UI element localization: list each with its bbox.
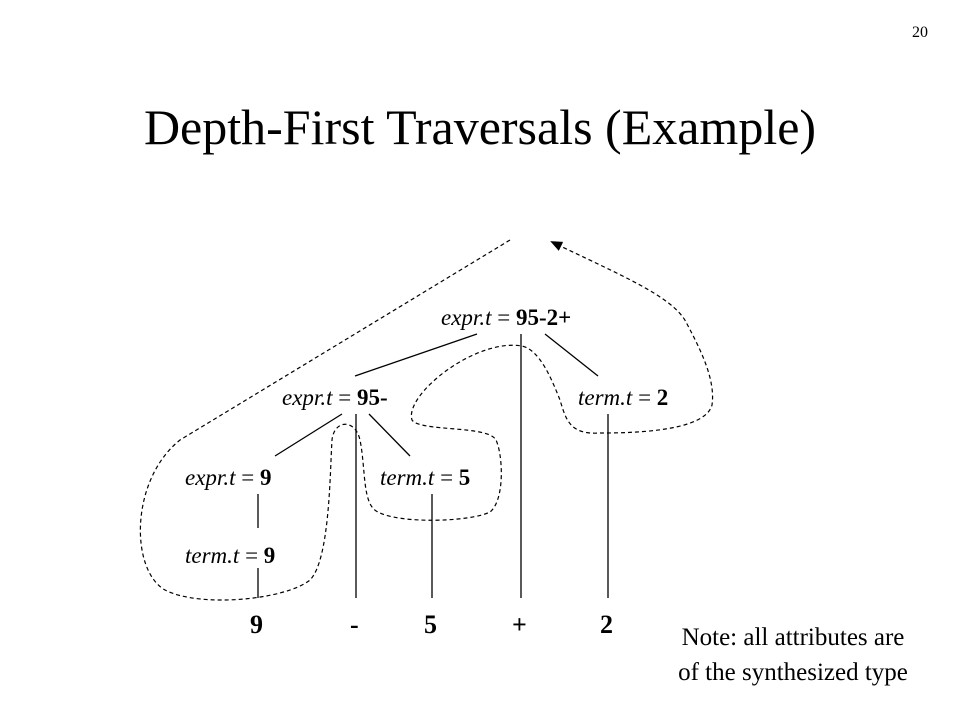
edge-root-expr bbox=[354, 333, 478, 377]
equals-sign: = bbox=[491, 305, 516, 330]
page-number: 20 bbox=[912, 24, 928, 41]
attr-name: term.t bbox=[578, 385, 633, 410]
footnote-line-2: of the synthesized type bbox=[678, 659, 908, 686]
attr-value: 9 bbox=[259, 465, 272, 490]
equals-sign: = bbox=[632, 385, 657, 410]
leaf-token-9: 9 bbox=[250, 610, 263, 639]
attr-name: expr.t bbox=[441, 305, 492, 330]
attr-value: 2 bbox=[656, 385, 669, 410]
attr-value: 95-2+ bbox=[515, 305, 572, 330]
attr-name: term.t bbox=[380, 465, 435, 490]
edge-root-term2 bbox=[544, 333, 599, 377]
attr-value: 5 bbox=[458, 465, 471, 490]
leaf-token-plus: + bbox=[512, 610, 527, 639]
node-expr-95: expr.t = 95- bbox=[282, 386, 388, 409]
node-expr-9: expr.t = 9 bbox=[185, 466, 271, 489]
attr-name: expr.t bbox=[282, 385, 333, 410]
traversal-path bbox=[139, 239, 714, 601]
equals-sign: = bbox=[239, 543, 264, 568]
footnote: Note: all attributes are of the synthesi… bbox=[640, 620, 946, 690]
leaf-token-minus: - bbox=[350, 610, 359, 639]
attr-value: 95- bbox=[356, 385, 388, 410]
equals-sign: = bbox=[235, 465, 260, 490]
node-term-9: term.t = 9 bbox=[185, 544, 275, 567]
edge-expr95-expr9 bbox=[274, 413, 343, 457]
node-term-2: term.t = 2 bbox=[578, 386, 668, 409]
attr-name: expr.t bbox=[185, 465, 236, 490]
node-term-5: term.t = 5 bbox=[380, 466, 470, 489]
leaf-token-5: 5 bbox=[424, 610, 437, 639]
node-root-expr: expr.t = 95-2+ bbox=[441, 306, 571, 329]
footnote-line-1: Note: all attributes are bbox=[681, 624, 905, 651]
equals-sign: = bbox=[332, 385, 357, 410]
attr-value: 9 bbox=[263, 543, 276, 568]
equals-sign: = bbox=[434, 465, 459, 490]
slide-title: Depth-First Traversals (Example) bbox=[143, 99, 817, 155]
leaf-token-2: 2 bbox=[600, 610, 613, 639]
attr-name: term.t bbox=[185, 543, 240, 568]
edge-expr95-term5 bbox=[368, 413, 411, 457]
